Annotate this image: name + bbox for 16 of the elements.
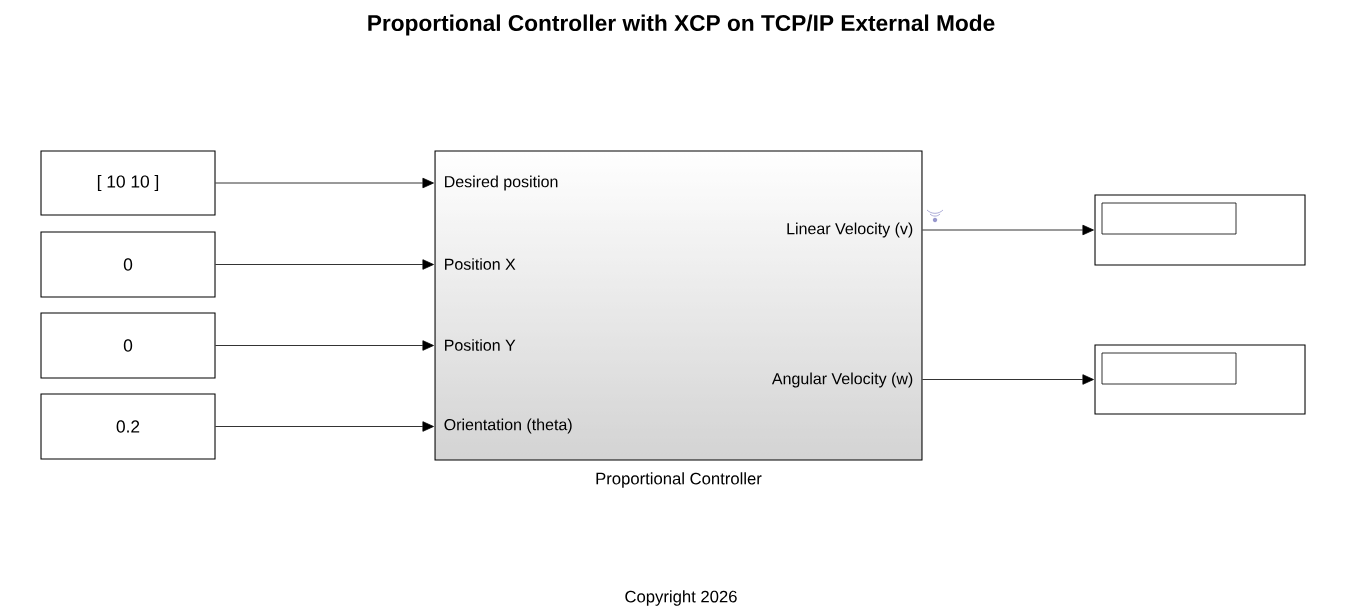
constant-block: 0.2 (40, 393, 216, 460)
constant-block: [ 10 10 ] (40, 150, 216, 216)
display-block (1094, 344, 1306, 415)
arrow (215, 340, 434, 351)
block-caption: Proportional Controller (596, 472, 762, 488)
constant-block: 0 (40, 231, 216, 298)
arrow (215, 177, 434, 189)
arrow (215, 259, 434, 270)
constant-block: 0 (40, 312, 216, 379)
copyright-note: Copyright 2026 (625, 590, 737, 606)
arrow (922, 374, 1094, 385)
display-block (1094, 194, 1306, 266)
title: Proportional Controller with XCP on TCP/IP External Mode (368, 14, 995, 36)
subsystem-block: Desired position Position X Position Y Orientation (theta) Linear Velocity (v) Angular Velocity (w) (434, 150, 923, 461)
arrow (215, 421, 434, 432)
arrow (922, 224, 1094, 236)
